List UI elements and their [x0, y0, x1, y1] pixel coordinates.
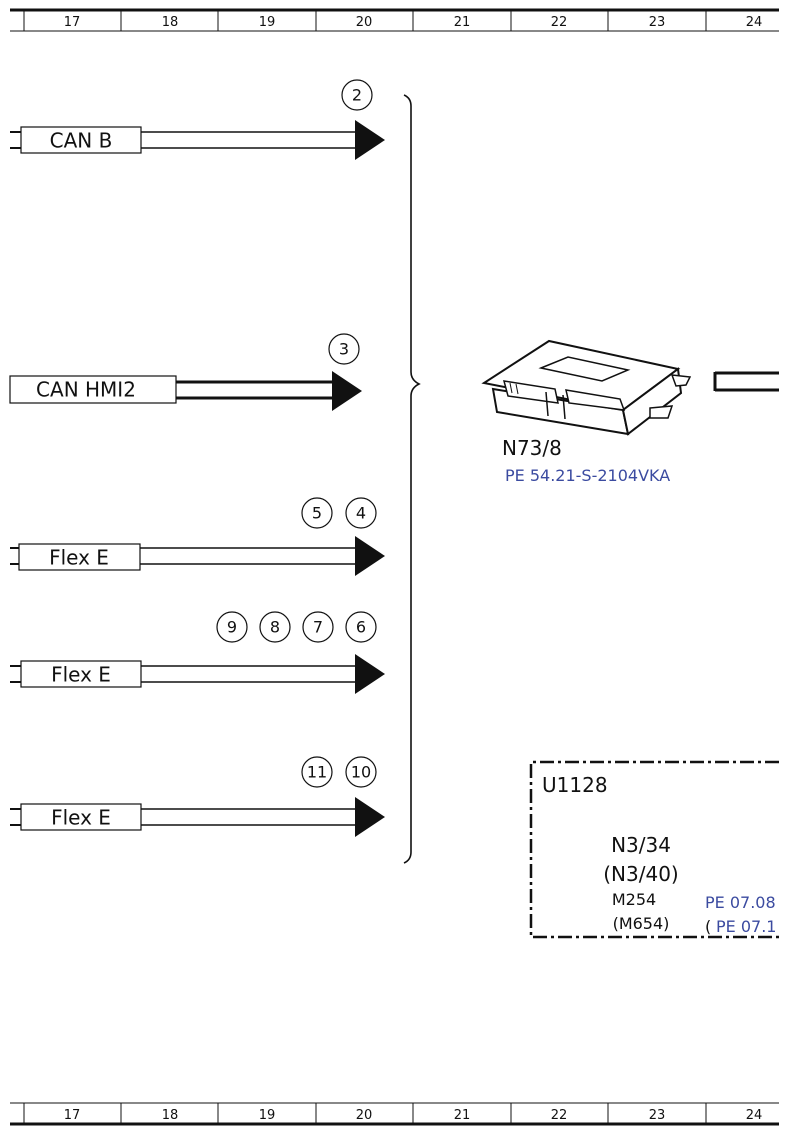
bottom-ruler: 17 18 19 20 21 22 23 24 — [10, 1102, 779, 1126]
component-ref-link[interactable]: PE 54.21-S-2104VKA — [505, 466, 670, 485]
module-ref-link[interactable]: PE 07.08 — [705, 893, 776, 912]
marker-circle — [341, 79, 373, 111]
ruler-col-22: 22 — [551, 1108, 568, 1123]
module-alt-name: (N3/40) — [603, 862, 678, 886]
marker-number: 5 — [312, 504, 322, 523]
marker-number: 10 — [351, 763, 371, 782]
arrow-head-icon — [355, 797, 385, 837]
ruler-col-19: 19 — [259, 15, 276, 30]
bus-label: CAN B — [50, 129, 113, 153]
ruler-col-24: 24 — [746, 15, 763, 30]
bus-label-box — [9, 375, 177, 404]
module-title: U1128 — [542, 773, 608, 797]
marker-number: 6 — [356, 618, 366, 637]
bus-label: Flex E — [51, 806, 111, 830]
module-box — [529, 760, 779, 939]
ruler-col-23: 23 — [649, 15, 666, 30]
control-unit-icon[interactable] — [481, 339, 692, 436]
marker-circle — [301, 497, 333, 529]
arrow-head-icon — [332, 371, 362, 411]
marker-number: 3 — [339, 340, 349, 359]
marker-number: 8 — [270, 618, 280, 637]
arrow-head-icon — [355, 120, 385, 160]
marker-number: 7 — [313, 618, 323, 637]
module-engine: M254 — [612, 890, 656, 909]
ruler-col-21: 21 — [454, 1108, 471, 1123]
module-alt-ref-link[interactable]: PE 07.1 — [716, 917, 776, 936]
ruler-col-18: 18 — [162, 15, 179, 30]
module-alt-engine: (M654) — [613, 914, 670, 933]
marker-circle — [216, 611, 248, 643]
module-name: N3/34 — [611, 833, 671, 857]
marker-circle — [345, 497, 377, 529]
ruler-col-20: 20 — [356, 1108, 373, 1123]
bus-label-box — [20, 126, 142, 154]
bus-label: Flex E — [49, 546, 109, 570]
marker-circle — [345, 611, 377, 643]
ruler-col-17: 17 — [64, 1108, 81, 1123]
bus-label: CAN HMI2 — [36, 378, 136, 402]
module-alt-ref-paren: ( — [705, 917, 711, 936]
arrow-head-icon — [355, 654, 385, 694]
bus-flex-e-1[interactable]: Flex E 5 4 — [10, 497, 385, 576]
marker-number: 4 — [356, 504, 366, 523]
bus-label-box — [20, 660, 142, 688]
ruler-col-21: 21 — [454, 15, 471, 30]
bus-can-hmi2[interactable]: CAN HMI2 3 — [9, 333, 362, 411]
bus-flex-e-2[interactable]: Flex E 9 8 7 6 — [10, 611, 385, 694]
bus-label-box — [20, 803, 142, 831]
bus-flex-e-3[interactable]: Flex E 11 10 — [10, 756, 385, 837]
group-brace — [403, 94, 421, 864]
marker-circle — [301, 756, 333, 788]
arrow-head-icon — [355, 536, 385, 576]
ruler-col-19: 19 — [259, 1108, 276, 1123]
marker-circle — [302, 611, 334, 643]
marker-circle — [259, 611, 291, 643]
connector-stub — [713, 371, 779, 392]
ruler-col-20: 20 — [356, 15, 373, 30]
marker-circle — [345, 756, 377, 788]
ruler-col-23: 23 — [649, 1108, 666, 1123]
ruler-col-22: 22 — [551, 15, 568, 30]
top-ruler: 17 18 19 20 21 22 23 24 — [10, 8, 779, 32]
ruler-col-24: 24 — [746, 1108, 763, 1123]
marker-number: 2 — [352, 86, 362, 105]
bus-label-box — [18, 543, 141, 571]
component-name: N73/8 — [502, 436, 562, 460]
marker-number: 11 — [307, 763, 327, 782]
ruler-col-18: 18 — [162, 1108, 179, 1123]
marker-circle — [328, 333, 360, 365]
marker-number: 9 — [227, 618, 237, 637]
ruler-col-17: 17 — [64, 15, 81, 30]
bus-can-b[interactable]: CAN B 2 — [10, 79, 385, 160]
bus-label: Flex E — [51, 663, 111, 687]
